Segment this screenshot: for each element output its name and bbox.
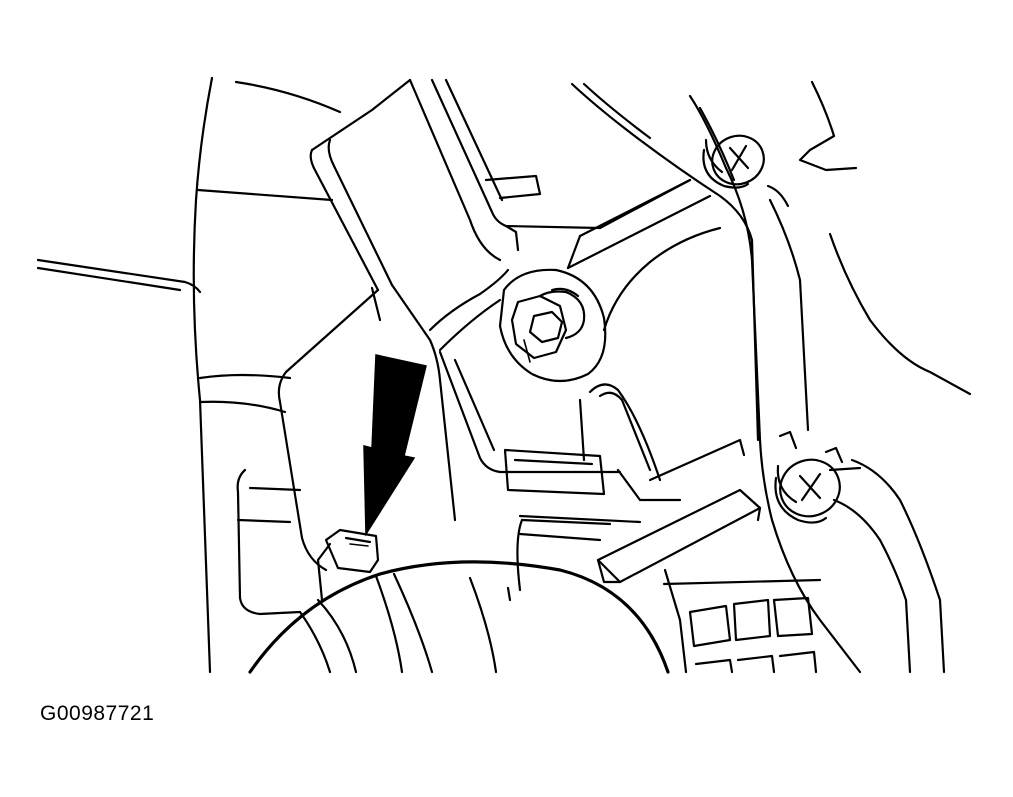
hex-nut-icon xyxy=(498,268,607,383)
figure-id-label: G00987721 xyxy=(40,702,155,725)
grille xyxy=(688,596,818,674)
phillips-screw-icon xyxy=(702,134,765,189)
lower-left-bracket xyxy=(236,468,302,616)
column-clip xyxy=(316,528,380,602)
left-dash-trim xyxy=(36,76,342,674)
phillips-screw-icon xyxy=(774,430,844,524)
arrow-icon xyxy=(363,354,427,537)
slotted-plate xyxy=(596,488,762,584)
mounting-bracket xyxy=(428,78,760,592)
steering-column-tube xyxy=(248,560,670,674)
right-panel xyxy=(662,80,972,674)
steering-column-illustration xyxy=(36,76,972,674)
column-cover xyxy=(277,78,502,572)
